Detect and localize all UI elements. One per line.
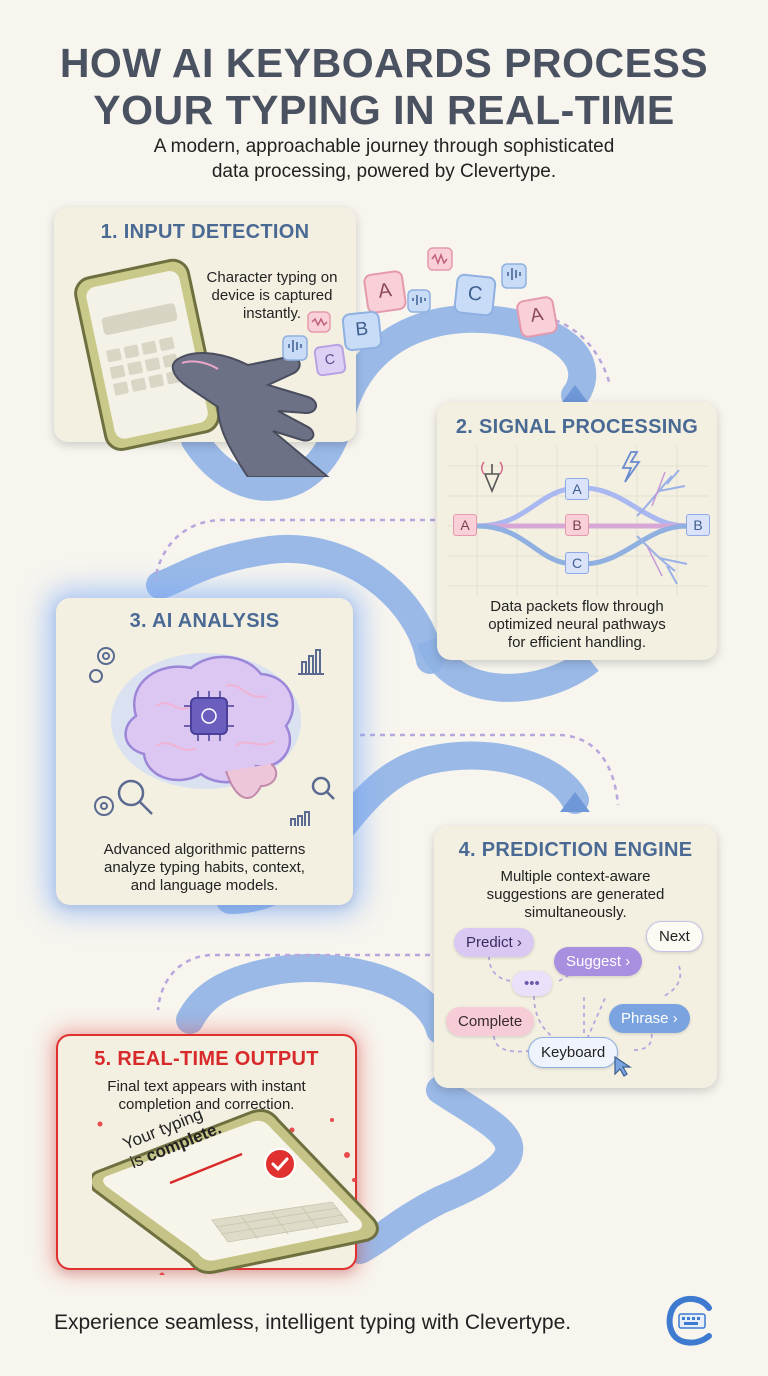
step-card-signal-processing: 2. SIGNAL PROCESSING A A B [437,402,717,660]
step-text-line: completion and correction. [118,1096,295,1113]
brain-illustration [89,647,335,826]
suggestion-chip-phrase[interactable]: Phrase › [609,1004,690,1033]
bar-chart-icon [290,649,324,826]
footer-tagline: Experience seamless, intelligent typing … [54,1311,572,1334]
brain-chip-icon [184,691,234,741]
step-card-ai-analysis: 3. AI ANALYSIS [56,598,353,905]
output-phone-illustration: Your typing is complete. [92,1100,382,1275]
checkmark-badge-icon [264,1148,296,1180]
suggestion-chip-predict[interactable]: Predict › [454,928,534,957]
step-text-line: Final text appears with instant [107,1078,306,1095]
step-description: Final text appears with instant completi… [68,1078,345,1114]
step-card-input-detection: 1. INPUT DETECTION Character typing on d… [54,207,356,477]
signal-node-output: B [686,514,710,536]
step-title: 3. AI ANALYSIS [129,610,280,632]
signal-node-input: A [453,514,477,536]
phone-with-hand-illustration [74,258,330,477]
suggestion-chip-next[interactable]: Next [646,921,703,952]
subtitle-line2: data processing, powered by Clevertype. [211,161,557,182]
step-description: Advanced algorithmic patterns analyze ty… [66,841,343,895]
step-title: 4. PREDICTION ENGINE [458,839,693,861]
step-text-line: Data packets flow through [490,598,664,615]
subtitle-line1: A modern, approachable journey through s… [153,136,615,157]
magnifier-icon [117,776,335,815]
signal-node-bottom: C [565,552,589,574]
keyboard-source-chip[interactable]: Keyboard [528,1037,619,1068]
step-text-line: suggestions are generated [486,886,665,903]
suggestion-chip-complete[interactable]: Complete [446,1007,535,1036]
sound-wave-tiles [282,247,527,361]
step-title: 2. SIGNAL PROCESSING [455,416,699,438]
signal-node-middle: B [565,514,589,536]
clevertype-logo-icon [666,1295,712,1346]
step-title: 5. REAL-TIME OUTPUT [94,1048,319,1070]
step-card-prediction-engine: 4. PREDICTION ENGINE Multiple context-aw… [434,826,717,1088]
signal-node-top: A [565,478,589,500]
phone-body [92,1108,379,1275]
step-description: Multiple context-aware suggestions are g… [444,868,707,922]
suggestion-chip-more[interactable]: ••• [512,971,552,996]
step-text-line: device is captured [211,287,333,304]
antenna-icon [481,461,503,494]
gear-icon [89,647,115,816]
step-text-line: and language models. [130,877,279,894]
step-text-line: Advanced algorithmic patterns [103,841,306,858]
lightning-icon [621,451,641,483]
step-text-line: analyze typing habits, context, [104,859,305,876]
step-text-line: Character typing on [206,269,338,286]
step-text-line: simultaneously. [524,904,627,921]
subtitle: A modern, approachable journey through s… [0,134,768,184]
cursor-icon [614,1055,632,1077]
page-title-line2: YOUR TYPING IN REAL-TIME [93,87,675,133]
step-text-line: instantly. [242,305,302,322]
finger-hand-icon [171,352,330,477]
step-description: Data packets flow through optimized neur… [447,598,707,652]
step-title: 1. INPUT DETECTION [100,221,310,243]
step-text-line: Multiple context-aware [500,868,651,885]
suggestion-chip-suggest[interactable]: Suggest › [554,947,643,976]
step-text-line: optimized neural pathways [488,616,666,633]
page-title-line1: HOW AI KEYBOARDS PROCESS [59,40,709,86]
step-text-line: for efficient handling. [507,634,647,651]
step-description: Character typing on device is captured i… [192,269,352,323]
